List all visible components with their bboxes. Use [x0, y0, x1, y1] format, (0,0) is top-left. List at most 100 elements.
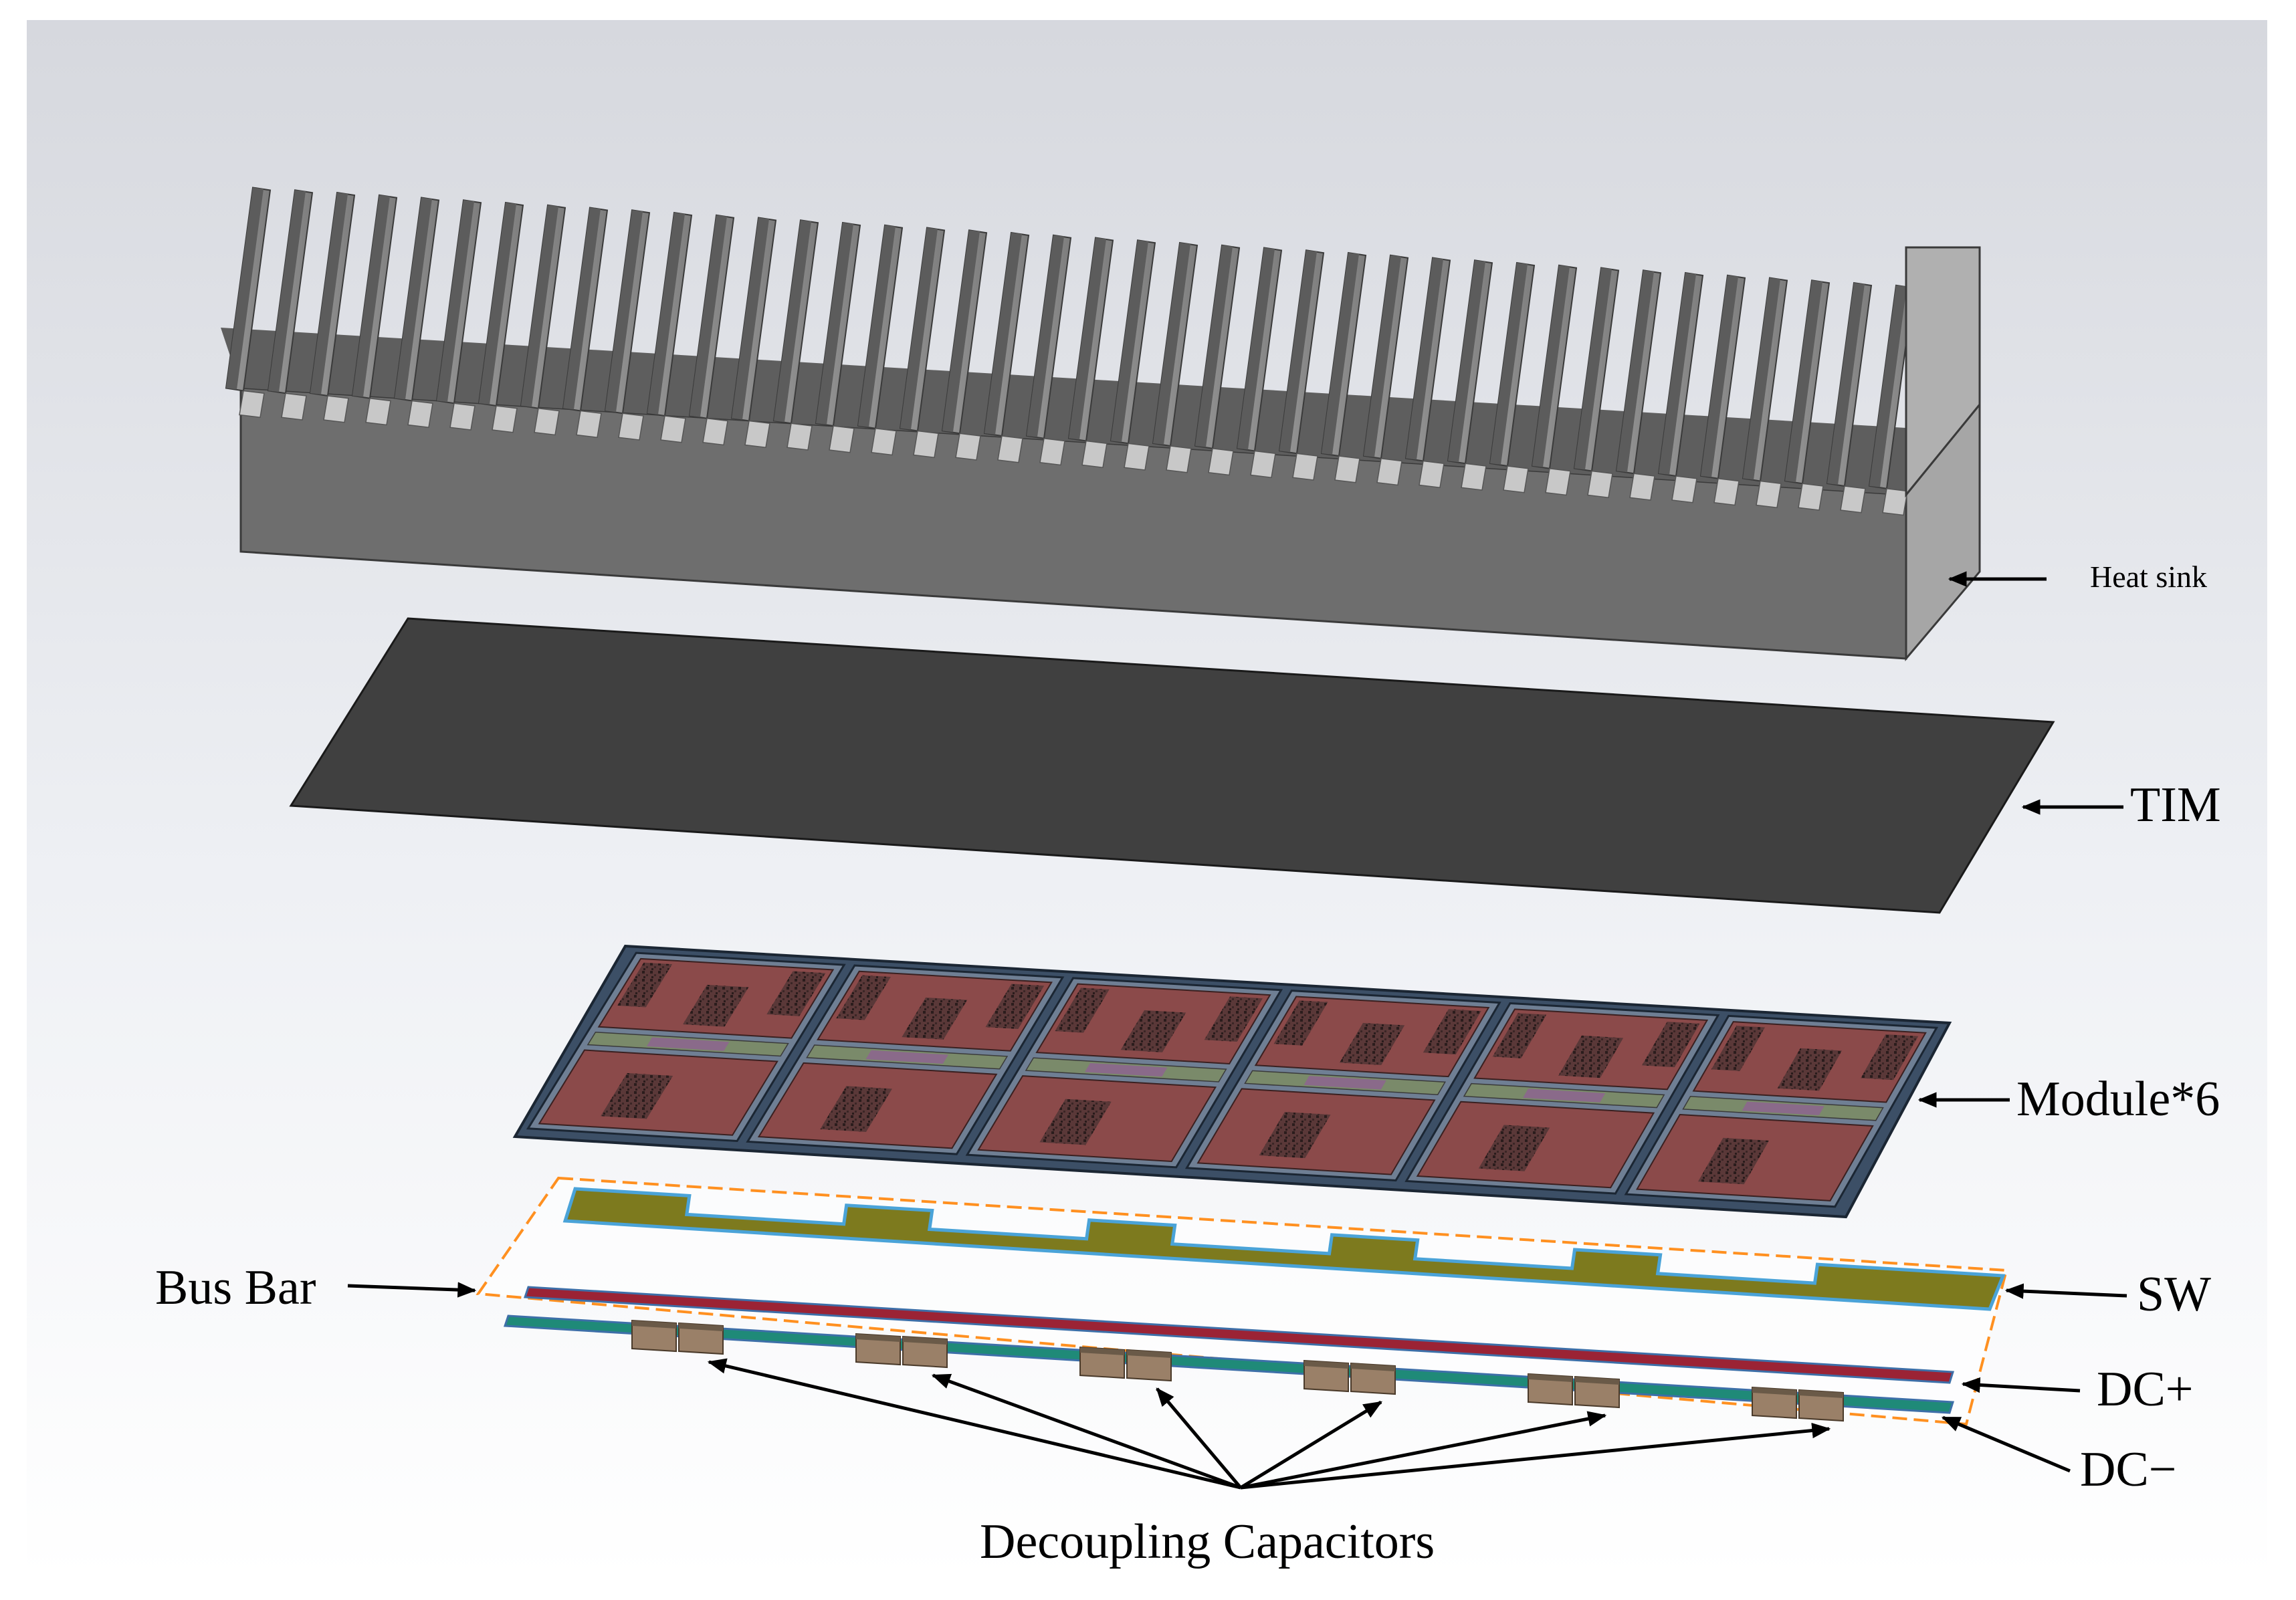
capacitor-arrow [1156, 1387, 1242, 1489]
heat-sink-fin-edge [1027, 235, 1064, 437]
module-die [1259, 1112, 1331, 1159]
capacitor-terminal [1127, 1350, 1171, 1358]
module-gate-pad [646, 1037, 730, 1051]
capacitor [1079, 1346, 1125, 1379]
heat-sink-fin-edge [942, 230, 980, 433]
heat-sink-fin-slot [1461, 463, 1487, 491]
heat-sink-fin-slot [1840, 485, 1866, 513]
heat-sink-fin-edge [226, 187, 264, 390]
module-die [683, 984, 749, 1027]
heat-sink-fin-slot [323, 395, 349, 423]
decoupling-capacitor-arrows [707, 1358, 1831, 1490]
heat-sink-fin-slot [1503, 465, 1529, 493]
heat-sink-fin-slot [239, 390, 265, 419]
module-die [766, 971, 826, 1016]
modules [526, 951, 1939, 1208]
heat-sink-fin-slot [1756, 480, 1782, 509]
module-label: Module*6 [2016, 1072, 2220, 1127]
heat-sink-fin-edge [1448, 260, 1485, 463]
heat-sink-fin-edge [690, 215, 727, 417]
capacitor-terminal [903, 1337, 947, 1345]
heat-sink-fin-edge [1069, 237, 1106, 440]
capacitor-terminal [1752, 1387, 1796, 1395]
module-die [902, 997, 968, 1040]
capacitor-terminal [679, 1323, 723, 1331]
module-gate-pad [865, 1050, 948, 1064]
bus-bar [476, 1176, 2008, 1426]
heat-sink-fin-edge [310, 192, 348, 394]
heat-sink-fin-slot [660, 415, 686, 443]
heat-sink-fin-slot [618, 413, 644, 441]
capacitor-terminal [1528, 1374, 1572, 1382]
heat-sink-fin-edge [1785, 280, 1822, 483]
heat-sink-fin-slot [1081, 440, 1108, 469]
sw-arrow [2004, 1283, 2127, 1299]
heat-sink-fin-slot [1671, 475, 1697, 503]
decoupling-capacitors [631, 1319, 1844, 1422]
module-array [512, 944, 1952, 1219]
heat-sink-fin-edge [1322, 252, 1359, 455]
heat-sink-end-face [1905, 246, 1981, 498]
module-die [1055, 988, 1110, 1033]
module-die [1204, 996, 1263, 1042]
heat-sink-fin-slot [1334, 455, 1360, 483]
heat-sink-fin-edge [1406, 257, 1443, 460]
dc-plus-label: DC+ [2097, 1362, 2194, 1417]
heat-sink-fin-slot [407, 400, 433, 429]
sw-plate [562, 1187, 2006, 1311]
heat-sink-fin-edge [268, 190, 306, 392]
capacitor-terminal [632, 1321, 676, 1329]
heat-sink-label: Heat sink [2090, 560, 2207, 594]
dc-minus-label: DC− [2080, 1442, 2177, 1497]
module-die [1641, 1022, 1700, 1068]
heat-sink-fin-slot [1882, 487, 1908, 516]
module-die [601, 1072, 673, 1119]
module-die [1039, 1099, 1112, 1145]
sw-label: SW [2137, 1267, 2211, 1322]
heat-sink-fin-edge [521, 205, 558, 407]
capacitor-terminal [1080, 1347, 1124, 1355]
capacitor [1126, 1349, 1172, 1382]
heat-sink-fin-backplate [221, 328, 1906, 495]
heat-sink-fin-slot [787, 423, 813, 451]
heat-sink-fin-edge [1574, 267, 1612, 470]
heat-sink-fin-slot [534, 407, 560, 436]
heat-sink-fin-edge [1153, 242, 1190, 445]
capacitor-terminal [1799, 1390, 1843, 1398]
bus-bar-label: Bus Bar [155, 1260, 316, 1315]
capacitor [1303, 1359, 1349, 1393]
module-die [1423, 1009, 1481, 1055]
heat-sink-fin-edge [1364, 255, 1401, 457]
heat-sink-fin-slot [365, 397, 391, 426]
heat-sink-fin-slot [576, 410, 602, 439]
heat-sink-fin-slot [1208, 447, 1234, 476]
heat-sink-fin-slot [1798, 483, 1824, 511]
heat-sink-fin-slot [1587, 470, 1613, 499]
heat-sink-fin-edge [1827, 282, 1865, 485]
capacitor-terminal [856, 1334, 900, 1342]
module-gate-pad [1742, 1101, 1824, 1115]
tim-pad [289, 617, 2055, 914]
heat-sink-fin-edge [732, 217, 769, 420]
capacitor-arrow [1239, 1400, 1382, 1490]
module-die [1777, 1048, 1843, 1091]
capacitor [631, 1319, 677, 1353]
module-die [1558, 1035, 1624, 1078]
heat-sink-fin-edge [1743, 277, 1780, 480]
heat-sink-fin-slot [1039, 437, 1065, 466]
module-die [1697, 1137, 1770, 1185]
heat-sink-fin-slot [955, 433, 981, 461]
module-die [1478, 1125, 1550, 1171]
module-die [1339, 1022, 1405, 1066]
capacitor-arrow [1240, 1411, 1607, 1490]
module-die [1273, 1000, 1328, 1046]
dc-minus-arrow [1941, 1415, 2071, 1473]
heat-sink-fin-slot [1376, 457, 1402, 486]
heat-sink-fin-edge [352, 195, 390, 397]
heat-sink-fin-slot [281, 392, 307, 421]
heat-sink-fin-slot [913, 430, 939, 459]
dc-plus-strip [523, 1286, 1955, 1384]
bus-bar-arrow [347, 1282, 477, 1298]
heat-sink-fin-edge [1490, 262, 1528, 465]
heat-sink-fin-slot [1166, 445, 1192, 473]
